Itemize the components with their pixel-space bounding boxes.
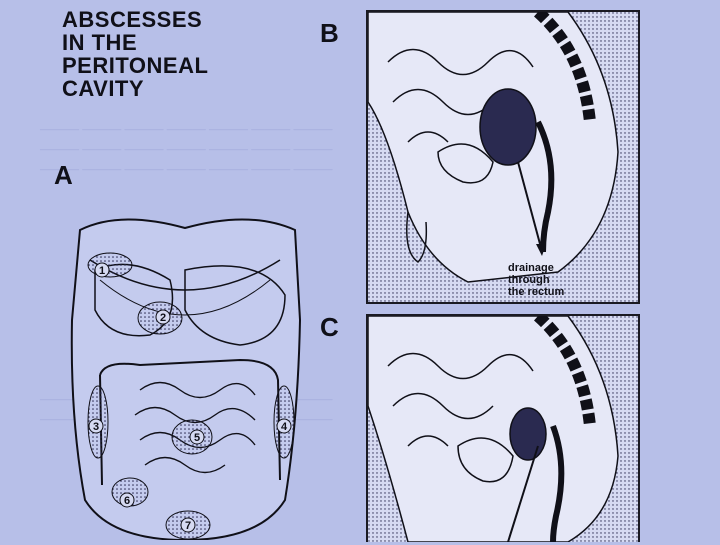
page-title: ABSCESSES IN THE PERITONEAL CAVITY <box>62 8 208 100</box>
panel-a-label: A <box>54 160 73 191</box>
panel-b-label: B <box>320 18 339 49</box>
caption-line-3: the rectum <box>508 286 564 298</box>
pelvic-abscess-c <box>510 408 546 460</box>
panel-c-illustration <box>366 314 640 542</box>
panel-c-label: C <box>320 312 339 343</box>
title-line-1: ABSCESSES <box>62 8 208 31</box>
caption-line-2: through <box>508 274 564 286</box>
drainage-caption: drainage through the rectum <box>508 262 564 298</box>
abscess-number-3: 3 <box>93 421 99 433</box>
abscess-number-5: 5 <box>194 432 200 444</box>
title-line-2: IN THE <box>62 31 208 54</box>
pelvic-abscess <box>480 89 536 165</box>
panel-b-illustration <box>366 10 640 304</box>
sagittal-diagram-b <box>368 12 638 302</box>
sagittal-diagram-c <box>368 316 638 542</box>
abscess-number-2: 2 <box>160 312 166 324</box>
bleed-through-texture: ——— ——— ——— ——— ——— ——— ——— <box>40 160 333 177</box>
abscess-number-7: 7 <box>185 520 191 532</box>
abscess-number-1: 1 <box>99 265 105 277</box>
bleed-through-texture: ——— ——— ——— ——— ——— ——— ——— <box>40 140 333 157</box>
title-line-4: CAVITY <box>62 77 208 100</box>
abscess-number-6: 6 <box>124 495 130 507</box>
caption-line-1: drainage <box>508 262 564 274</box>
bleed-through-texture: ——— ——— ——— ——— ——— ——— ——— <box>40 120 333 137</box>
panel-a-illustration: 1 2 3 4 5 6 7 <box>60 200 310 540</box>
abscess-1 <box>88 253 132 277</box>
title-line-3: PERITONEAL <box>62 54 208 77</box>
abdomen-diagram: 1 2 3 4 5 6 7 <box>60 200 310 540</box>
abscess-number-4: 4 <box>281 421 288 433</box>
